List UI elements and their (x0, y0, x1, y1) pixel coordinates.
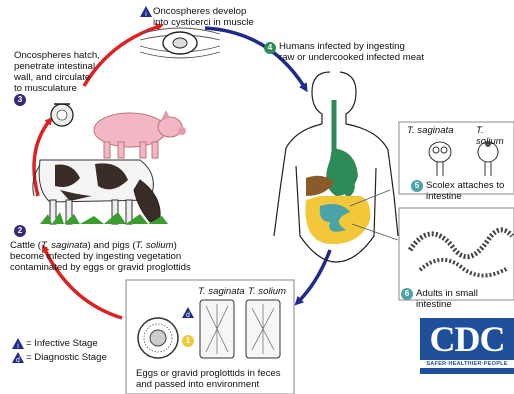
cdc-logo: CDC SAFER·HEALTHIER·PEOPLE (420, 318, 514, 374)
oncosphere-image (51, 104, 73, 126)
step-6-badge: 6 (401, 288, 413, 300)
cdc-logo-text: CDC (420, 318, 514, 360)
egg-label-t-saginata: T. saginata (198, 286, 245, 297)
step-2-badge: 2 (14, 225, 26, 237)
step-6-caption: Adults in small intestine (416, 288, 514, 310)
scolex-label-t-saginata: T. saginata (407, 125, 454, 136)
arrow-human-to-environment (298, 250, 330, 302)
svg-text:d: d (186, 312, 190, 318)
cow-image (33, 160, 168, 224)
pig-image (94, 110, 186, 158)
step-1-caption: Eggs or gravid proglottids in feces and … (136, 368, 281, 390)
step-5-caption: Scolex attaches to intestine (426, 180, 514, 202)
legend-infective-text: = Infective Stage (26, 338, 98, 349)
cysticercus-in-muscle (140, 28, 220, 58)
scolex-label-t-solium: T. solium (476, 125, 514, 147)
step-4-caption: Humans infected by ingesting raw or unde… (279, 41, 424, 63)
legend-diagnostic-text: = Diagnostic Stage (26, 352, 107, 363)
step-2-caption: Cattle (T. saginata) and pigs (T. solium… (10, 240, 191, 273)
step-1-badge: 1 (182, 335, 194, 347)
step-4-badge: 4 (264, 42, 276, 54)
svg-text:d: d (16, 357, 20, 363)
step-3-badge: 3 (14, 94, 26, 106)
step-5-badge: 5 (411, 180, 423, 192)
step-4-top-caption: Oncospheres develop into cysticerci in m… (153, 6, 254, 28)
adult-worm-panel (352, 208, 514, 300)
digestive-tract (305, 100, 370, 244)
cdc-logo-tagline: SAFER·HEALTHIER·PEOPLE (420, 360, 514, 368)
egg-label-t-solium: T. solium (248, 286, 286, 297)
step-3-caption: Oncospheres hatch, penetrate intestinal … (14, 50, 100, 94)
